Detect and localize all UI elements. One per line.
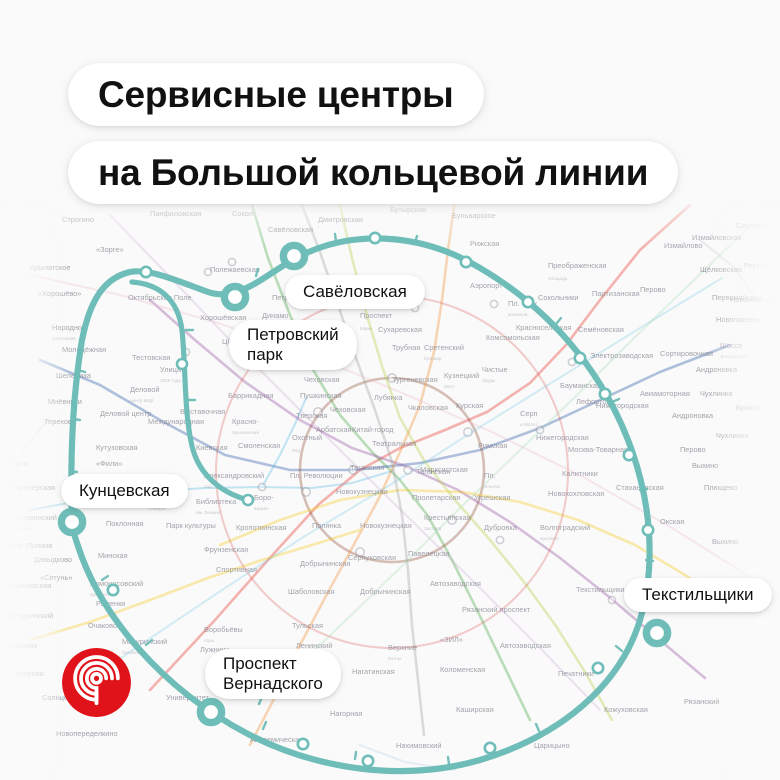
station-marker-savelovskaya [279, 241, 309, 271]
station-label-prospekt-vernadskogo-line2: Вернадского [223, 674, 323, 693]
station-label-petrovsky-park-text: Петровский парк [247, 325, 339, 364]
station-label-prospekt-vernadskogo-text: Проспект Вернадского [223, 654, 323, 693]
station-label-prospekt-vernadskogo-line1: Проспект [223, 654, 297, 674]
station-label-petrovsky-park-line1: Петровский [247, 325, 339, 345]
bkl-branch-path [129, 279, 251, 503]
bkl-interchange-markers [106, 231, 655, 768]
logo-spiral-glyph [73, 655, 120, 706]
station-marker-petrovsky-park [220, 282, 250, 312]
station-label-savelovskaya[interactable]: Савёловская [285, 275, 425, 309]
station-marker-vernadskogo [196, 697, 226, 727]
station-label-tekstilshiki-text: Текстильщики [642, 585, 754, 605]
station-label-tekstilshiki[interactable]: Текстильщики [624, 578, 772, 612]
bkl-ring-path [68, 235, 653, 775]
page-title-line-1: Сервисные центры [68, 63, 484, 126]
page-title-line-1-text: Сервисные центры [98, 73, 454, 115]
moscow-transport-logo [62, 648, 131, 717]
station-label-savelovskaya-text: Савёловская [303, 282, 407, 302]
page-title-line-2-text: на Большой кольцевой линии [98, 151, 649, 193]
service-centre-station-markers [57, 241, 672, 727]
station-label-kuntsevskaya-text: Кунцевская [79, 481, 170, 501]
station-label-prospekt-vernadskogo[interactable]: Проспект Вернадского [205, 649, 341, 699]
station-label-petrovsky-park-line2: парк [247, 345, 283, 364]
station-marker-kuntsevskaya [57, 507, 87, 537]
station-label-petrovsky-park[interactable]: Петровский парк [229, 320, 357, 370]
bkl-station-ticks [68, 232, 655, 766]
station-marker-tekstilshiki [642, 618, 672, 648]
page-title-line-2: на Большой кольцевой линии [68, 141, 679, 204]
station-label-kuntsevskaya[interactable]: Кунцевская [61, 474, 188, 508]
